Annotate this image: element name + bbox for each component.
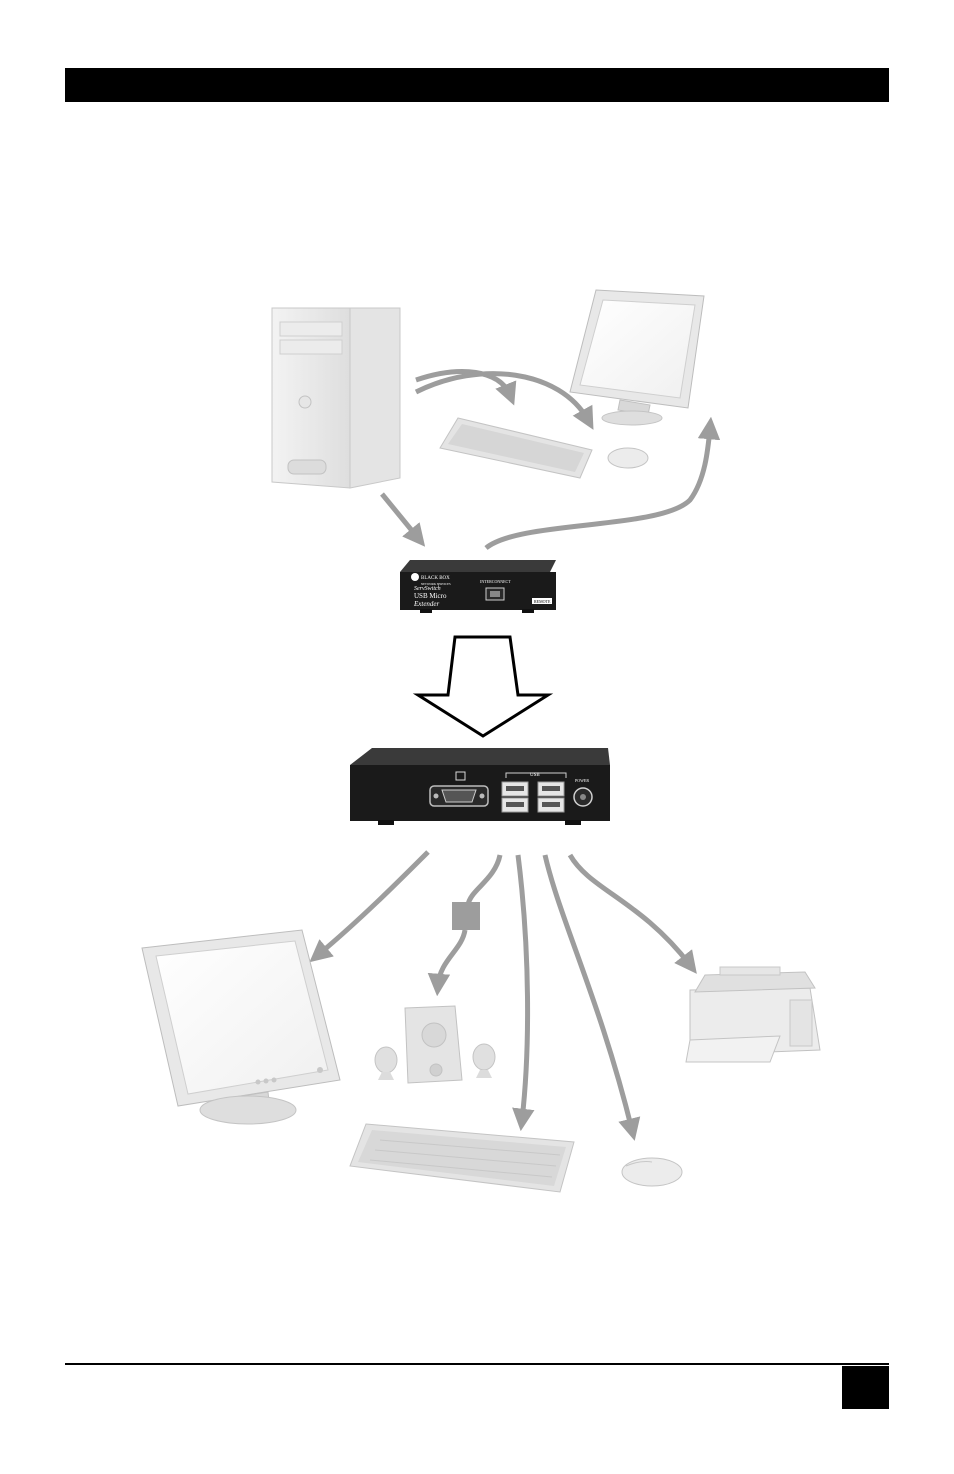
usb-label: USB [530,773,540,778]
interconnect-label: INTERCONNECT [480,579,511,584]
remote-extender-unit: USB POWER [350,748,610,825]
black-box-logo-icon [411,573,419,581]
computer-tower-icon [272,308,400,488]
product-name-line-1: USB Micro [414,592,447,600]
brand-label: BLACK BOX [421,576,450,581]
remote-badge-label: REMOTE [534,599,551,604]
monitor-icon [570,290,704,425]
audio-converter-block [452,902,480,930]
speakers-icon [375,1006,495,1083]
down-arrow-icon [418,637,548,736]
mouse-icon [608,448,648,468]
keyboard-icon [350,1124,574,1192]
monitor-icon [142,930,340,1124]
power-label: POWER [575,778,589,783]
keyboard-icon [440,418,592,478]
printer-icon [686,967,820,1062]
bottom-connection-arrows [318,852,690,1130]
local-extender-unit: BLACK BOX NETWORK SERVICES ServSwitch US… [400,560,556,613]
mouse-icon [622,1158,682,1186]
product-name-line-2: Extender [413,600,440,608]
